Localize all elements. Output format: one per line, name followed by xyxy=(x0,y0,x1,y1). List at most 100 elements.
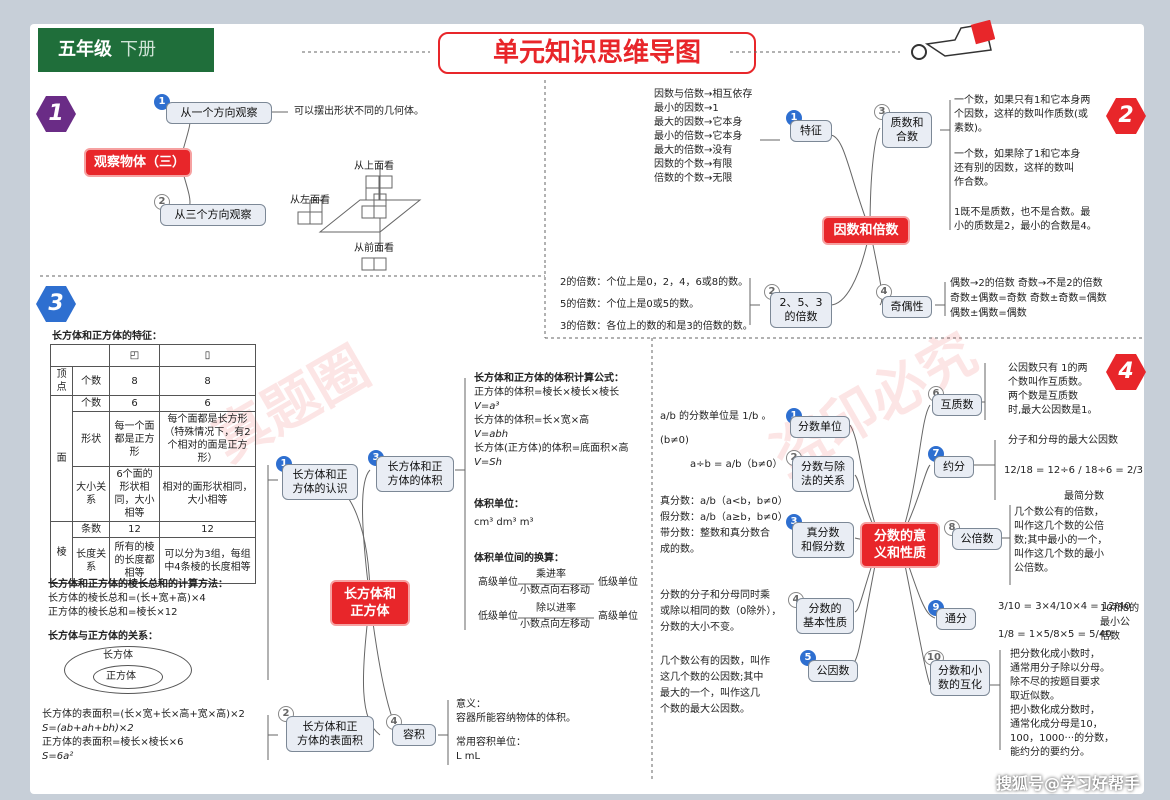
cube-size: 6个面的形状相同，大小相等 xyxy=(109,466,160,522)
edge-sum-line: 正方体的棱长总和=棱长×12 xyxy=(48,607,178,618)
conv2-right: 高级单位 xyxy=(598,611,638,622)
cell-vertex: 顶点 xyxy=(49,366,74,396)
coprime-lines: 公因数只有 1的两 个数叫作互质数。 两个数是互质数 时,最大公因数是1。 xyxy=(1008,362,1098,418)
lcm-lines: 几个数公有的倍数， 叫作这几个数的公倍 数;其中最小的一个， 叫作这几个数的最小… xyxy=(1014,506,1107,576)
unit4-fracdiv: 分数与除 法的关系 xyxy=(792,456,854,492)
feature-line: 倍数的个数→无限 xyxy=(654,173,733,184)
reduce-bottom: 最简分数 xyxy=(1064,491,1104,502)
conv2-top: 除以进率 xyxy=(536,603,576,614)
unit3-branch1: 长方体和正 方体的认识 xyxy=(282,464,358,500)
formula-line: V=Sh xyxy=(474,457,502,468)
unit2-prime: 质数和 合数 xyxy=(882,112,932,148)
lcm-line: 几个数公有的倍数， xyxy=(1014,507,1104,518)
unit4-convert: 分数和小 数的互化 xyxy=(930,660,990,696)
note-line: 一个数，如果只有1和它本身两 xyxy=(954,95,1091,106)
unit3-branch4: 容积 xyxy=(392,724,436,746)
unit4-basic: 分数的 基本性质 xyxy=(796,598,854,634)
branch-line: 和假分数 xyxy=(801,540,845,553)
feature-line: 最大的因数→它本身 xyxy=(654,117,743,128)
proper-line: 成的数。 xyxy=(660,544,700,555)
formula-line: 长方体(正方体)的体积=底面积×高 xyxy=(474,443,629,454)
lcm-line: 叫作这几个数的公倍 xyxy=(1014,521,1104,532)
capacity-line: 常用容积单位： xyxy=(456,737,526,748)
formula-line: 长方体的体积=长×宽×高 xyxy=(474,415,590,426)
unit4-reduce: 约分 xyxy=(934,456,974,478)
grade-label: 五年级 xyxy=(58,39,112,60)
coprime-line: 时,最大公因数是1。 xyxy=(1008,405,1098,416)
note-line: 素数)。 xyxy=(954,123,988,134)
basic-line: 分数的大小不变。 xyxy=(660,622,740,633)
unit1-center: 观察物体（三） xyxy=(84,148,192,177)
prime-note-1: 一个数，如果只有1和它本身两 个因数，这样的数叫作质数(或 素数)。 xyxy=(954,94,1090,136)
capacity-line: L mL xyxy=(456,751,481,762)
unit-frac-text: a/b 的分数单位是 1/b 。 xyxy=(660,411,772,422)
formula-line: 正方体的体积=棱长×棱长×棱长 xyxy=(474,387,620,398)
branch-line: 数的互化 xyxy=(938,678,982,691)
convert-line: 通常用分子除以分母。 xyxy=(1010,663,1110,674)
proper-line: 真分数：a/b（a<b，b≠0） xyxy=(660,496,788,507)
cell-count: 个数 xyxy=(72,366,110,396)
unit4-gcf: 公因数 xyxy=(808,660,858,682)
cuboid-edge-count: 12 xyxy=(159,521,256,538)
relation-inner: 正方体 xyxy=(93,665,163,689)
edge-sum-line: 长方体和正方体的棱长总和的计算方法： xyxy=(48,579,228,590)
formula-line: V=abh xyxy=(474,429,509,440)
conv2-bottom: 小数点向左移动 xyxy=(520,619,590,630)
prime-label-line: 质数和 xyxy=(890,116,924,129)
volume-units: cm³ dm³ m³ xyxy=(474,517,534,528)
proper-lines: 真分数：a/b（a<b，b≠0） 假分数：a/b（a≥b，b≠0） 带分数：整数… xyxy=(660,494,788,558)
cube-vertex: 8 xyxy=(109,366,160,396)
feature-line: 最小的倍数→它本身 xyxy=(654,131,743,142)
grade-tag: 五年级下册 xyxy=(38,28,214,72)
common-note-line: 最小公 xyxy=(1100,617,1130,628)
conv1-left: 高级单位 xyxy=(478,577,518,588)
lcm-line: 数;其中最小的一个， xyxy=(1014,535,1108,546)
proper-line: 带分数：整数和真分数合 xyxy=(660,528,770,539)
edge-sum-block: 长方体和正方体的棱长总和的计算方法： 长方体的棱长总和=(长+宽+高)×4 正方… xyxy=(48,578,228,620)
convert-line: 通常化成分母是10， xyxy=(1010,719,1103,730)
convert-line: 把分数化成小数时， xyxy=(1010,649,1100,660)
unit4-lcm: 公倍数 xyxy=(952,528,1002,550)
pointing-hand-icon xyxy=(905,19,996,60)
gcf-line: 个数的最大公因数。 xyxy=(660,704,750,715)
multiples-line: 2的倍数：个位上是0，2，4，6或8的数。 xyxy=(560,277,749,288)
note-line: 小的质数是2，最小的合数是4。 xyxy=(954,221,1097,232)
unit2-feature-lines: 因数与倍数→相互依存 最小的因数→1 最大的因数→它本身 最小的倍数→它本身 最… xyxy=(654,88,752,186)
convert-lines2: 把小数化成分数时， 通常化成分母是10， 100，1000···的分数， 能约分… xyxy=(1010,704,1114,760)
frac-div-text: a÷b = a/b（b≠0） xyxy=(690,459,783,470)
common-note-line: 倍数 xyxy=(1100,631,1120,642)
parity-line: 奇数±偶数=奇数 奇数±奇数=偶数 xyxy=(950,293,1107,304)
prime-label-line: 合数 xyxy=(896,130,918,143)
unit4-center-line: 分数的意 xyxy=(873,529,926,544)
view-left-label: 从左面看 xyxy=(290,195,330,206)
note-line: 一个数，如果除了1和它本身 xyxy=(954,149,1081,160)
common-eq1: 3/10 = 3×4/10×4 = 12/40 xyxy=(998,601,1131,612)
feature-line: 最大的倍数→没有 xyxy=(654,145,733,156)
cell-size: 大小关系 xyxy=(72,466,110,522)
note-line: 个因数，这样的数叫作质数(或 xyxy=(954,109,1088,120)
cube-edge-len: 所有的棱的长度都相等 xyxy=(109,537,160,584)
feature-line: 最小的因数→1 xyxy=(654,103,719,114)
formula-line: 长方体和正方体的体积计算公式： xyxy=(474,373,624,384)
convert-line: 100，1000···的分数， xyxy=(1010,733,1115,744)
cube-face-count: 6 xyxy=(109,395,160,412)
multiples-label-line: 的倍数 xyxy=(784,310,818,323)
branch-line: 长方体和正 xyxy=(387,460,443,473)
note-line: 还有别的因数，这样的数叫 xyxy=(954,163,1074,174)
coprime-line: 两个数是互质数 xyxy=(1008,391,1078,402)
unit1-branch1-note: 可以摆出形状不同的几何体。 xyxy=(294,106,424,117)
unit3-center-line: 长方体和 xyxy=(343,587,396,602)
unit2-multiples-lines: 2的倍数：个位上是0，2，4，6或8的数。 5的倍数：个位上是0或5的数。 3的… xyxy=(560,272,753,338)
conversion-title: 体积单位间的换算： xyxy=(474,553,564,564)
capacity-block: 意义： 容器所能容纳物体的体积。 常用容积单位： L mL xyxy=(456,698,576,764)
coprime-line: 个数叫作互质数。 xyxy=(1008,377,1088,388)
common-note: 10和8的 最小公 倍数 xyxy=(1100,602,1139,644)
conv1-bottom: 小数点向右移动 xyxy=(520,585,590,596)
unit3-branch3: 长方体和正 方体的体积 xyxy=(376,456,454,492)
branch-line: 分数与除 xyxy=(801,460,845,473)
convert-line: 取近似数。 xyxy=(1010,691,1060,702)
branch-line: 分数和小 xyxy=(938,664,982,677)
cuboid-icon: ▯ xyxy=(159,344,256,367)
conv1-right: 低级单位 xyxy=(598,577,638,588)
brand-watermark: 搜狐号@学习好帮手 xyxy=(995,774,1140,793)
